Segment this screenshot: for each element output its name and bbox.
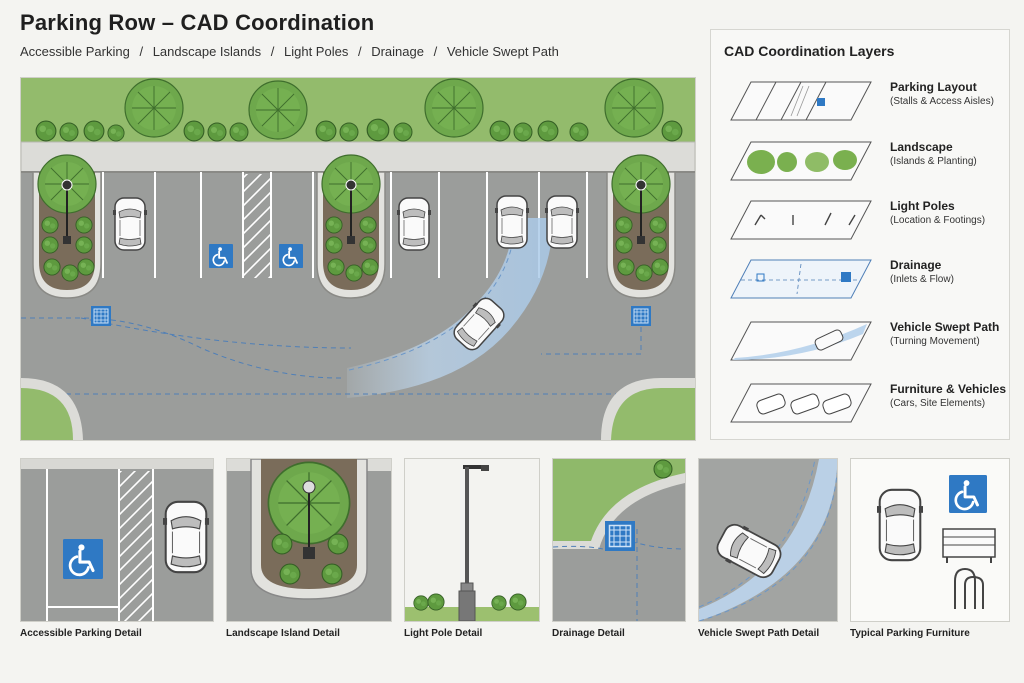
drain-inlet-icon (605, 521, 635, 551)
layer-landscape[interactable]: Landscape (Islands & Planting) (711, 138, 1009, 194)
accessible-symbol-icon (209, 244, 233, 268)
subtitle-item-landscape-islands: Landscape Islands (152, 44, 262, 59)
swept-path-icon (730, 321, 872, 361)
parked-car (397, 196, 431, 252)
layer-name: Vehicle Swept Path (890, 320, 1000, 334)
landscape-island-middle (316, 154, 386, 299)
subtitle-separator: / (357, 44, 362, 59)
drainage-icon (730, 259, 872, 299)
accessible-symbol-icon (63, 539, 103, 579)
vehicles-icon (730, 383, 872, 423)
layer-name: Drainage (890, 258, 942, 272)
detail-swept-path[interactable] (698, 458, 838, 622)
parked-car (495, 194, 529, 250)
layer-name: Furniture & Vehicles (890, 382, 1007, 396)
subtitle-item-drainage: Drainage (371, 44, 424, 59)
access-aisle-hatch (243, 174, 271, 278)
landscape-island-left (32, 154, 102, 299)
drain-inlet-icon (91, 306, 111, 326)
detail-caption: Accessible Parking Detail (20, 628, 142, 639)
page-subtitle: Accessible Parking / Landscape Islands /… (20, 44, 559, 59)
light-pole-icon (465, 467, 469, 585)
detail-landscape-island[interactable] (226, 458, 392, 622)
layer-description: (Cars, Site Elements) (890, 398, 986, 409)
detail-drainage[interactable] (552, 458, 686, 622)
parking-layout-icon (730, 81, 872, 121)
landscape-island-right (606, 154, 676, 299)
bike-rack-icon (954, 567, 984, 609)
tree-icon (604, 78, 664, 138)
accessible-symbol-icon (949, 475, 987, 513)
layer-name: Landscape (890, 140, 953, 154)
detail-caption: Typical Parking Furniture (850, 628, 970, 639)
layer-description: (Stalls & Access Aisles) (890, 96, 994, 107)
layer-description: (Location & Footings) (890, 215, 986, 226)
subtitle-item-accessible-parking: Accessible Parking (20, 44, 130, 59)
layers-panel-title: CAD Coordination Layers (724, 43, 895, 59)
layer-furniture-vehicles[interactable]: Furniture & Vehicles (Cars, Site Element… (711, 380, 1009, 436)
parking-site-plan[interactable] (20, 77, 696, 441)
bench-icon (942, 528, 996, 563)
tree-icon (424, 78, 484, 138)
cad-layers-panel: CAD Coordination Layers Parking Layout (… (710, 29, 1010, 440)
drain-inlet-icon (631, 306, 651, 326)
landscape-icon (730, 141, 872, 181)
subtitle-item-vehicle-swept-path: Vehicle Swept Path (446, 44, 559, 59)
parked-car (545, 194, 579, 250)
detail-caption: Drainage Detail (552, 628, 625, 639)
detail-caption: Vehicle Swept Path Detail (698, 628, 820, 639)
car-icon (877, 488, 923, 562)
subtitle-item-light-poles: Light Poles (284, 44, 349, 59)
detail-light-pole[interactable] (404, 458, 540, 622)
parked-car (113, 196, 147, 252)
layer-description: (Turning Movement) (890, 336, 980, 347)
page-title: Parking Row – CAD Coordination (20, 10, 375, 35)
subtitle-separator: / (139, 44, 144, 59)
layer-name: Light Poles (890, 199, 955, 213)
layer-name: Parking Layout (890, 80, 977, 94)
detail-accessible-parking[interactable] (20, 458, 214, 622)
layer-description: (Islands & Planting) (890, 156, 977, 167)
tree-icon (124, 78, 184, 138)
subtitle-separator: / (270, 44, 275, 59)
layer-drainage[interactable]: Drainage (Inlets & Flow) (711, 256, 1009, 312)
tree-icon (248, 80, 308, 140)
layer-light-poles[interactable]: Light Poles (Location & Footings) (711, 197, 1009, 253)
detail-caption: Landscape Island Detail (226, 628, 340, 639)
detail-parking-furniture[interactable] (850, 458, 1010, 622)
layer-description: (Inlets & Flow) (890, 274, 954, 285)
layer-parking-layout[interactable]: Parking Layout (Stalls & Access Aisles) (711, 78, 1009, 134)
parked-car (163, 500, 209, 574)
accessible-symbol-icon (279, 244, 303, 268)
swept-path-envelope (347, 218, 553, 398)
subtitle-separator: / (433, 44, 438, 59)
layer-vehicle-swept-path[interactable]: Vehicle Swept Path (Turning Movement) (711, 318, 1009, 374)
drainage-flow-lines (21, 317, 695, 395)
detail-caption: Light Pole Detail (404, 628, 483, 639)
light-pole-icon (730, 200, 872, 240)
